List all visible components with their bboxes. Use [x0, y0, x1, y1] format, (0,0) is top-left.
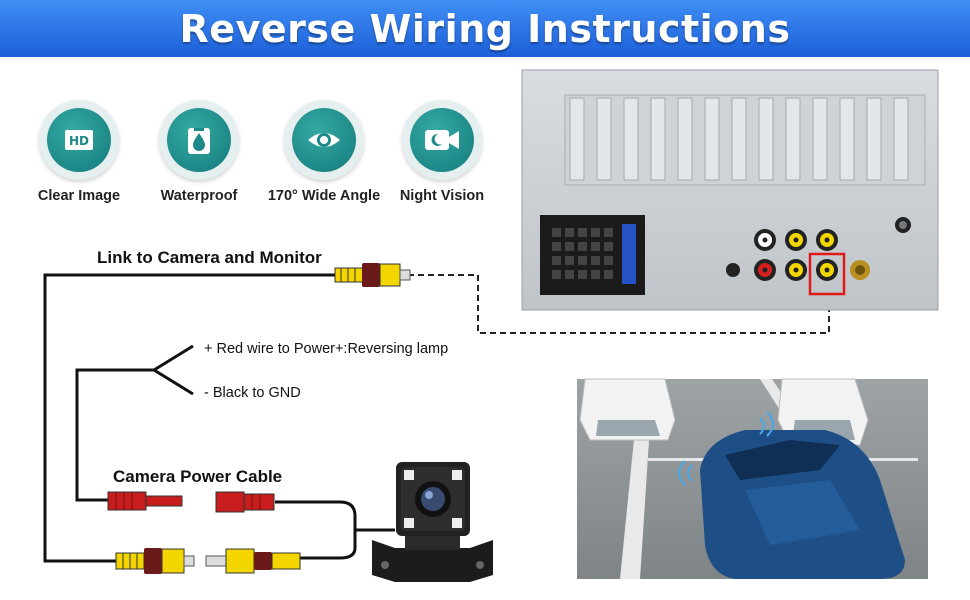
heatsink-rib [839, 97, 855, 181]
heatsink-rib [812, 97, 828, 181]
dashed-connection-line [408, 274, 830, 334]
night-camera-icon [425, 130, 459, 150]
harness-pin [604, 270, 613, 279]
feature-label: Clear Image [37, 188, 121, 204]
harness-pin [578, 228, 587, 237]
heatsink-rib [569, 97, 585, 181]
harness-pin [604, 242, 613, 251]
red-power-plug-male [107, 491, 183, 511]
heatsink-rib [677, 97, 693, 181]
rca-plug-bottom-female [205, 548, 301, 574]
rca-plug-monitor [334, 263, 411, 287]
black-wire-label: - Black to GND [204, 385, 301, 401]
header-banner: Reverse Wiring Instructions [0, 0, 970, 57]
main-wires [43, 273, 395, 563]
link-to-monitor-label: Link to Camera and Monitor [97, 248, 322, 267]
harness-pin [565, 242, 574, 251]
feature-label: 170° Wide Angle [267, 188, 381, 204]
heatsink-rib [731, 97, 747, 181]
water-drop-icon [188, 128, 210, 154]
heatsink-rib [785, 97, 801, 181]
harness-pins [552, 228, 613, 279]
harness-pin [552, 228, 561, 237]
camera-input-highlight [808, 252, 846, 296]
red-power-plug-female [215, 491, 275, 513]
feature-waterproof: Waterproof [129, 100, 269, 204]
harness-pin [591, 242, 600, 251]
red-wire-label: + Red wire to Power+:Reversing lamp [204, 341, 449, 357]
eye-icon [308, 133, 340, 147]
harness-pin [591, 270, 600, 279]
feature-label: Night Vision [399, 188, 485, 204]
harness-pin [578, 270, 587, 279]
heatsink-ribs [569, 97, 909, 181]
heatsink-rib [893, 97, 909, 181]
feature-clear-image: HD Clear Image [9, 100, 149, 204]
heatsink-rib [866, 97, 882, 181]
harness-pin [591, 256, 600, 265]
feature-wide-angle: 170° Wide Angle [254, 100, 394, 204]
page-title: Reverse Wiring Instructions [179, 6, 791, 51]
reverse-camera [372, 462, 493, 582]
wiring-harness-socket [540, 215, 645, 295]
power-cable-label: Camera Power Cable [113, 467, 283, 486]
parking-scene-photo [577, 378, 928, 579]
harness-pin [565, 256, 574, 265]
harness-pin [604, 256, 613, 265]
harness-pin [578, 256, 587, 265]
harness-pin [578, 242, 587, 251]
rca-jack-row-1 [754, 229, 838, 251]
harness-pin [565, 270, 574, 279]
harness-pin [552, 270, 561, 279]
harness-pin [552, 256, 561, 265]
heatsink-rib [758, 97, 774, 181]
harness-pin [552, 242, 561, 251]
harness-pin [591, 228, 600, 237]
heatsink-rib [623, 97, 639, 181]
heatsink-rib [704, 97, 720, 181]
feature-label: Waterproof [160, 188, 238, 204]
rca-plug-bottom-male [115, 548, 195, 574]
heatsink-rib [650, 97, 666, 181]
feature-night-vision: Night Vision [372, 100, 512, 204]
harness-pin [604, 228, 613, 237]
heatsink-rib [596, 97, 612, 181]
svg-text:HD: HD [69, 134, 89, 148]
rca-jack-row-2 [726, 217, 911, 281]
hd-icon: HD [65, 130, 93, 150]
harness-pin [565, 228, 574, 237]
